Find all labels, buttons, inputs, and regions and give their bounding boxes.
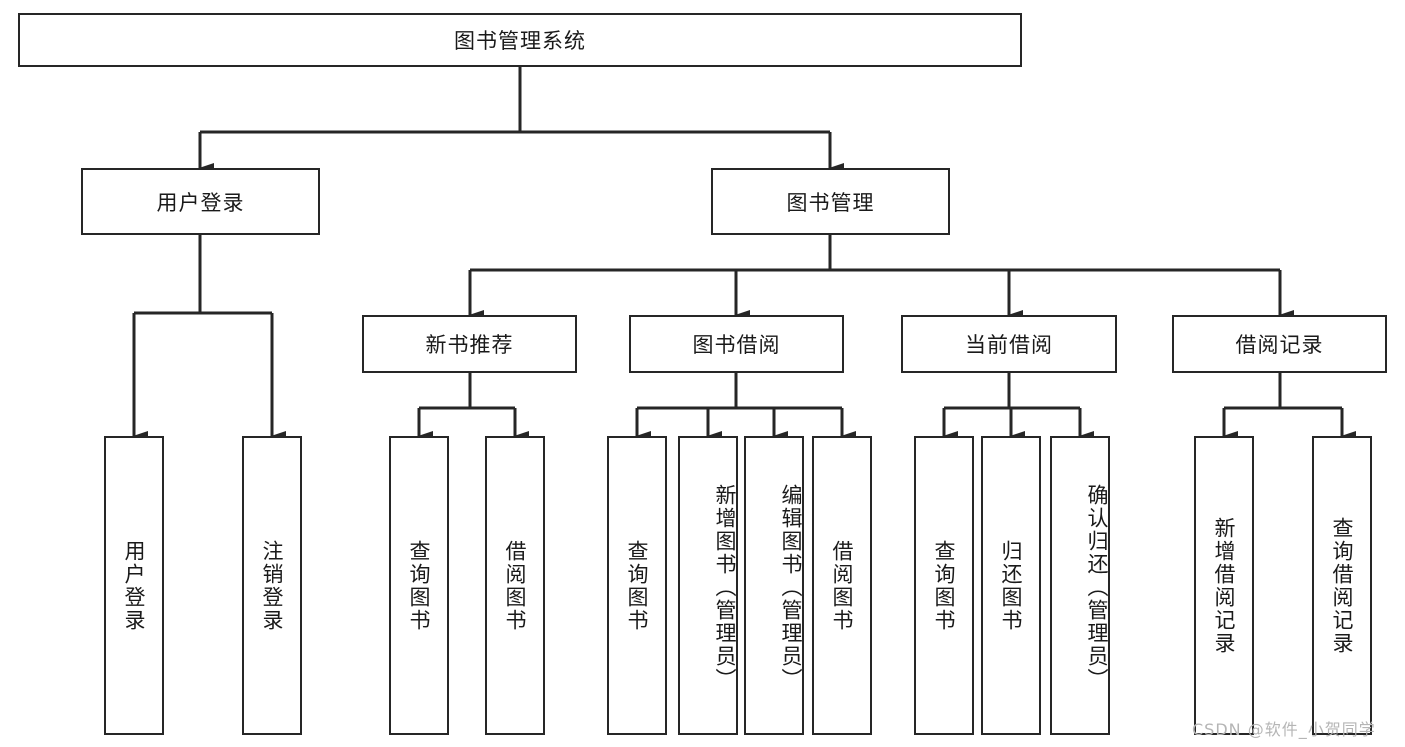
leaf-user-login-login[interactable]: 用户登录 bbox=[104, 436, 164, 735]
leaf-current-return-book[interactable]: 归还图书 bbox=[981, 436, 1041, 735]
leaf-borrowing-borrow-book[interactable]: 借阅图书 bbox=[812, 436, 872, 735]
node-label: 图书管理系统 bbox=[454, 29, 586, 53]
node-label: 新书推荐 bbox=[425, 333, 514, 357]
node-book-borrowing[interactable]: 图书借阅 bbox=[629, 315, 844, 373]
node-label: 用户登录 bbox=[156, 190, 245, 215]
node-label: 查询借阅记录 bbox=[1330, 516, 1355, 655]
node-label: 图书借阅 bbox=[692, 333, 781, 357]
node-label: 新增图书（管理员） bbox=[713, 484, 737, 691]
node-label: 用户登录 bbox=[122, 539, 147, 632]
leaf-borrowing-query-book[interactable]: 查询图书 bbox=[607, 436, 667, 735]
watermark: CSDN @软件_小贺同学 bbox=[1192, 720, 1376, 739]
node-label: 编辑图书（管理员） bbox=[779, 484, 803, 691]
leaf-record-query-borrow-record[interactable]: 查询借阅记录 bbox=[1312, 436, 1372, 735]
node-label: 借阅记录 bbox=[1235, 333, 1324, 357]
node-current-borrowing[interactable]: 当前借阅 bbox=[901, 315, 1117, 373]
node-label: 归还图书 bbox=[999, 539, 1024, 632]
node-label: 查询图书 bbox=[932, 539, 957, 632]
node-label: 注销登录 bbox=[260, 539, 285, 632]
node-root-system[interactable]: 图书管理系统 bbox=[18, 13, 1022, 67]
leaf-new-book-query[interactable]: 查询图书 bbox=[389, 436, 449, 735]
leaf-borrowing-edit-book-admin[interactable]: 编辑图书（管理员） bbox=[744, 436, 804, 735]
node-label: 图书管理 bbox=[786, 190, 875, 215]
node-new-book-recommendation[interactable]: 新书推荐 bbox=[362, 315, 577, 373]
leaf-current-confirm-return-admin[interactable]: 确认归还（管理员） bbox=[1050, 436, 1110, 735]
leaf-new-book-borrow[interactable]: 借阅图书 bbox=[485, 436, 545, 735]
node-label: 查询图书 bbox=[407, 539, 432, 632]
node-book-management[interactable]: 图书管理 bbox=[711, 168, 950, 235]
node-label: 借阅图书 bbox=[830, 539, 855, 632]
leaf-record-add-borrow-record[interactable]: 新增借阅记录 bbox=[1194, 436, 1254, 735]
leaf-current-query-book[interactable]: 查询图书 bbox=[914, 436, 974, 735]
node-label: 查询图书 bbox=[625, 539, 650, 632]
leaf-user-login-logout[interactable]: 注销登录 bbox=[242, 436, 302, 735]
node-label: 新增借阅记录 bbox=[1212, 516, 1237, 655]
node-label: 当前借阅 bbox=[965, 333, 1053, 357]
leaf-borrowing-add-book-admin[interactable]: 新增图书（管理员） bbox=[678, 436, 738, 735]
node-borrow-records[interactable]: 借阅记录 bbox=[1172, 315, 1387, 373]
node-label: 借阅图书 bbox=[503, 539, 528, 632]
node-user-login[interactable]: 用户登录 bbox=[81, 168, 320, 235]
node-label: 确认归还（管理员） bbox=[1085, 484, 1109, 691]
